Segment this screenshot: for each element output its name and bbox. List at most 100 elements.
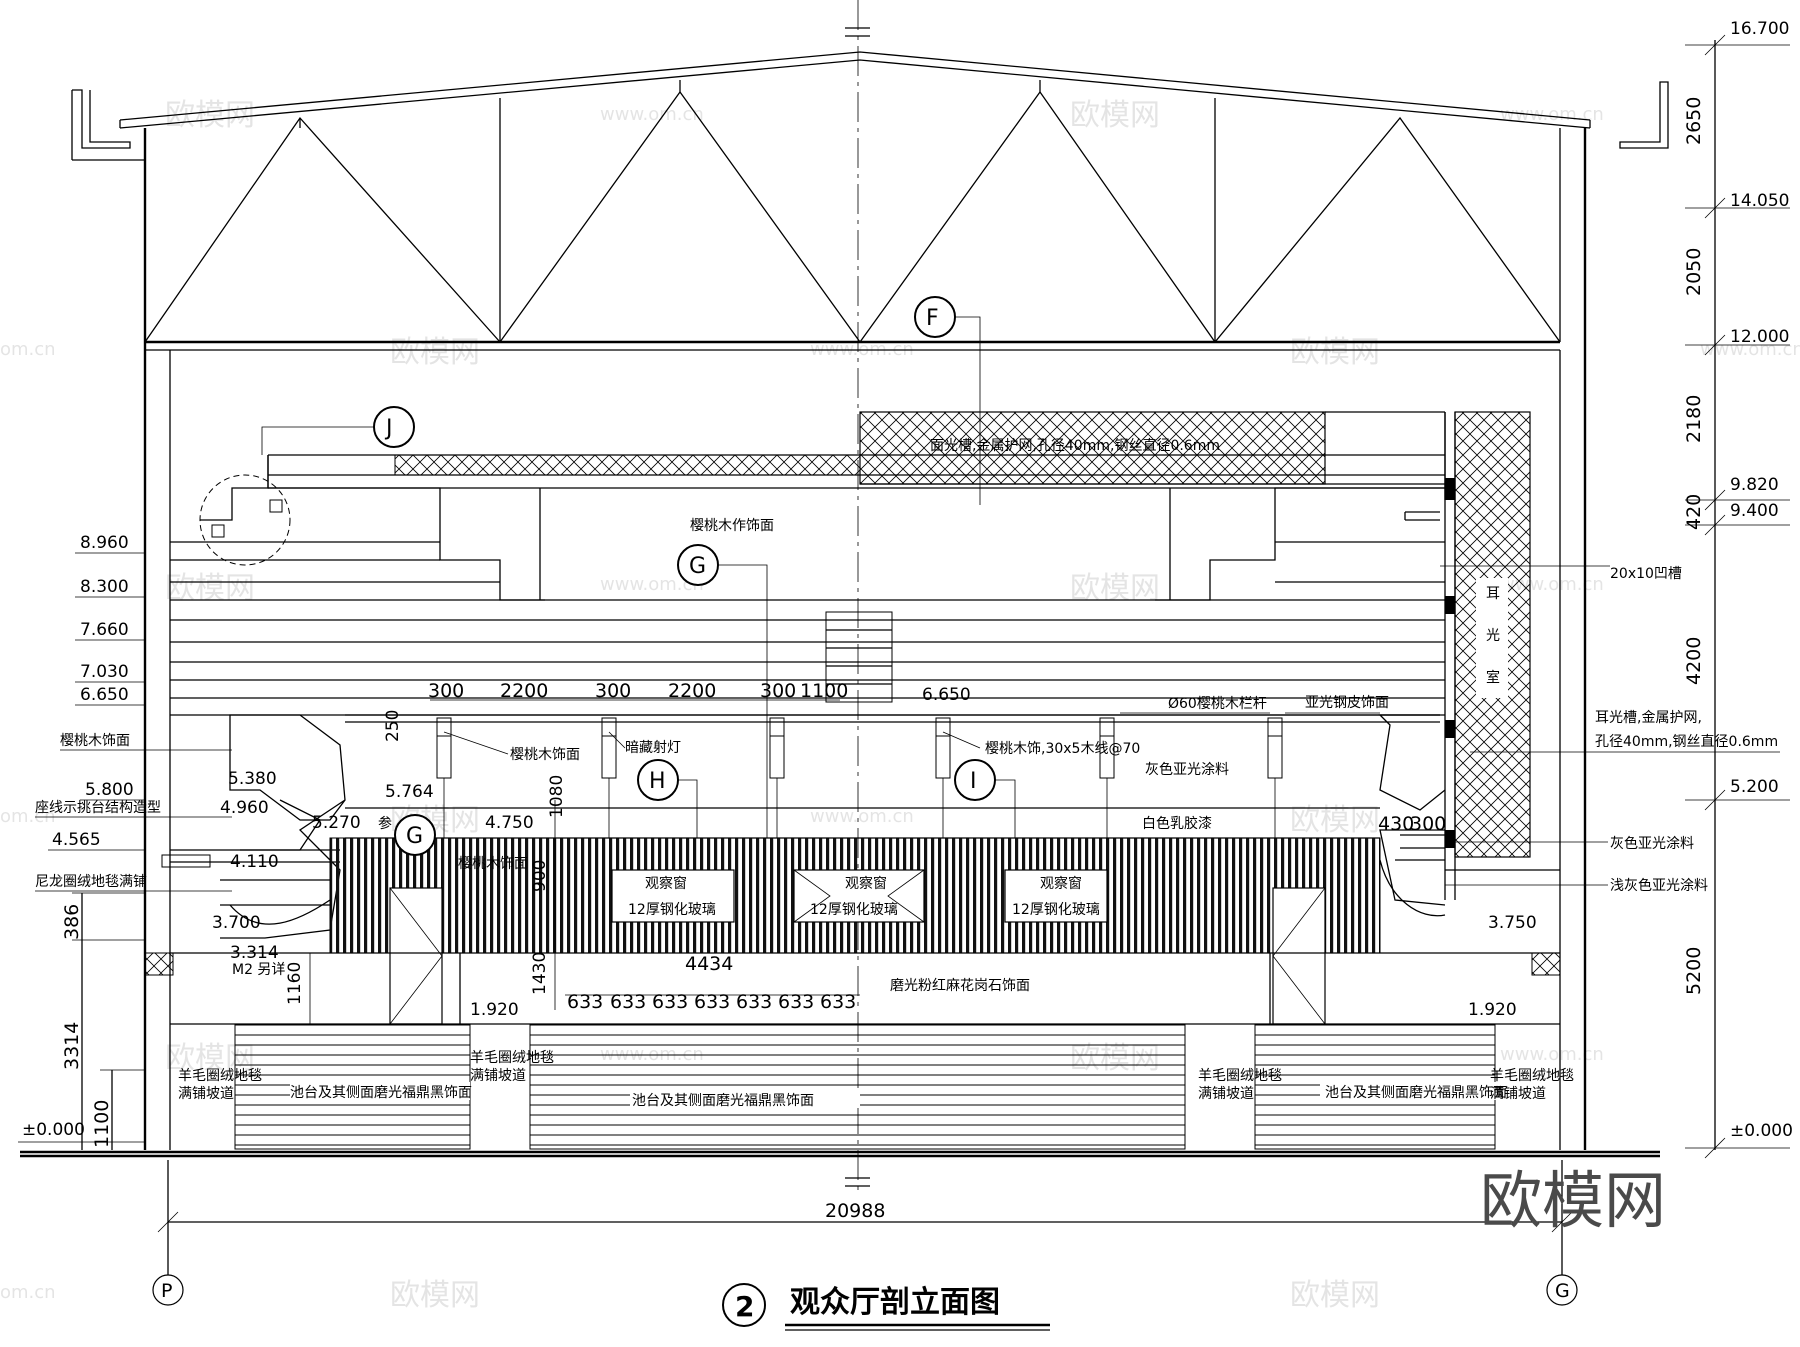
elevation-label: 5.200 bbox=[1730, 777, 1779, 797]
watermark-text: om.cn bbox=[0, 1282, 56, 1303]
dimension-label: 1100 bbox=[91, 1100, 113, 1148]
wool-carpet-label: 满铺坡道 bbox=[178, 1086, 234, 1102]
callout-f: F bbox=[914, 296, 981, 505]
overall-dimension: 20988 P G bbox=[152, 1160, 1578, 1306]
light-grey-paint-label: 浅灰色亚光涂料 bbox=[1610, 877, 1708, 894]
building-walls bbox=[20, 0, 1660, 1195]
balcony-note-label: 座线示挑台结构造型 bbox=[35, 800, 161, 816]
elevation-label: 5.800 bbox=[85, 780, 134, 800]
axis-bubble bbox=[1546, 1274, 1578, 1306]
ear-light-room-char: 耳 bbox=[1486, 586, 1500, 602]
cherry-ceiling-label: 樱桃木作饰面 bbox=[690, 517, 774, 534]
ear-light-room: 耳 光 室 bbox=[1404, 411, 1531, 900]
dimension-label: 420 bbox=[1683, 494, 1705, 530]
watermark-text: www.om.cn bbox=[1500, 104, 1604, 125]
elevation-label: 4.565 bbox=[52, 830, 101, 850]
dimension-label: 3314 bbox=[61, 1022, 83, 1070]
dimension-label: 386 bbox=[61, 904, 83, 940]
elevation-label: 9.400 bbox=[1730, 501, 1779, 521]
callout-g-top: G bbox=[677, 544, 768, 838]
dimension-label: 300 bbox=[760, 680, 796, 702]
watermark-text: 欧模网 bbox=[1290, 1278, 1380, 1313]
wool-carpet-label: 羊毛圈绒地毯 bbox=[470, 1050, 554, 1066]
watermark-text: www.om.cn bbox=[810, 806, 914, 827]
ear-light-note: 耳光槽,金属护网, bbox=[1595, 710, 1702, 726]
dimension-label: 633 bbox=[736, 991, 772, 1013]
dimension-label: 633 bbox=[820, 991, 856, 1013]
bottom-dimensions: 4434 633 633 633 633 633 633 633 430 300 bbox=[565, 813, 1446, 1013]
elevation-label: 5.764 bbox=[385, 782, 434, 802]
svg-text:J: J bbox=[384, 416, 393, 441]
elevation-label: 7.030 bbox=[80, 662, 129, 682]
title-number-bubble bbox=[722, 1283, 766, 1327]
top-dimensions: 300 2200 300 2200 300 1100 bbox=[428, 680, 848, 702]
dimension-label: 300 bbox=[595, 680, 631, 702]
dimension-label: 250 bbox=[383, 710, 403, 742]
elevation-label: 6.650 bbox=[922, 685, 971, 705]
dimension-label: 4434 bbox=[685, 953, 733, 975]
elevation-label: 3.314 bbox=[230, 943, 279, 963]
elevation-label: 8.300 bbox=[80, 577, 129, 597]
dimension-label: 900 bbox=[530, 860, 550, 892]
callout-i: I bbox=[954, 759, 1016, 838]
cherry-lower-label: 樱桃木饰面 bbox=[458, 855, 528, 872]
dimension-label: 633 bbox=[652, 991, 688, 1013]
dimension-label: 430 bbox=[1378, 813, 1414, 835]
title-number: 2 bbox=[735, 1290, 754, 1323]
watermark-text: 欧模网 bbox=[1070, 571, 1160, 606]
page-title: 观众厅剖立面图 bbox=[790, 1285, 1000, 1320]
granite-label: 磨光粉红麻花岗石饰面 bbox=[890, 978, 1030, 994]
railing-label: Ø60樱桃木栏杆 bbox=[1168, 695, 1267, 712]
left-elevation-marks: 8.960 8.300 7.660 7.030 6.650 5.800 4.56… bbox=[18, 533, 145, 1150]
wool-carpet-label: 羊毛圈绒地毯 bbox=[178, 1068, 262, 1084]
dimension-label: 300 bbox=[1410, 813, 1446, 835]
dimension-label: 633 bbox=[610, 991, 646, 1013]
right-balcony bbox=[1378, 714, 1560, 917]
stage-and-ramps: 池台及其侧面磨光福鼎黑饰面 池台及其侧面磨光福鼎黑饰面 池台及其侧面磨光福鼎黑饰… bbox=[178, 1023, 1574, 1150]
dimension-label: 1430 bbox=[530, 952, 550, 995]
leather-label: 亚光钢皮饰面 bbox=[1305, 695, 1389, 711]
watermark-text: www.om.cn bbox=[1500, 1044, 1604, 1065]
watermark-text: om.cn bbox=[0, 339, 56, 360]
watermark-text: 欧模网 bbox=[165, 98, 255, 133]
elevation-label: 4.750 bbox=[485, 813, 534, 833]
annotations: 樱桃木饰面 座线示挑台结构造型 尼龙圈绒地毯满铺 樱桃木饰面 暗藏射灯 樱桃木饰… bbox=[35, 565, 1780, 978]
groove-label: 20x10凹槽 bbox=[1610, 566, 1682, 582]
elevation-label: 8.960 bbox=[80, 533, 129, 553]
dimension-label: 633 bbox=[567, 991, 603, 1013]
watermark-text: 欧模网 bbox=[390, 335, 480, 370]
right-elevation-column: 16.700 14.050 12.000 9.820 9.400 5.200 ±… bbox=[1683, 19, 1793, 1159]
elevation-label: 12.000 bbox=[1730, 327, 1789, 347]
window-glass-label: 12厚钢化玻璃 bbox=[1012, 901, 1100, 918]
window-label: 观察窗 bbox=[645, 875, 687, 892]
callout-h: H bbox=[637, 759, 698, 838]
elevation-label: ±0.000 bbox=[1730, 1121, 1793, 1141]
svg-text:F: F bbox=[926, 306, 939, 331]
elevation-label: 1.920 bbox=[1468, 1000, 1517, 1020]
ear-light-room-char: 光 bbox=[1486, 628, 1500, 644]
svg-text:G: G bbox=[689, 554, 706, 579]
wool-carpet-label: 羊毛圈绒地毯 bbox=[1490, 1068, 1574, 1084]
window-label: 观察窗 bbox=[845, 875, 887, 892]
watermark-text: om.cn bbox=[0, 806, 56, 827]
dimension-label: 2050 bbox=[1683, 248, 1705, 296]
ear-light-room-char: 室 bbox=[1486, 669, 1500, 686]
ceiling-system: 面光槽,金属护网,孔径40mm,钢丝直径0.6mm 樱桃木作饰面 bbox=[170, 411, 1446, 716]
cherry-strip-label: 樱桃木饰,30x5木线@70 bbox=[985, 740, 1140, 757]
downlight-label: 暗藏射灯 bbox=[625, 740, 681, 756]
elevation-label: 4.110 bbox=[230, 852, 279, 872]
grey-paint-right-label: 灰色亚光涂料 bbox=[1610, 835, 1694, 852]
dimension-label: 1100 bbox=[800, 680, 848, 702]
door-label: M2 另详 bbox=[232, 962, 285, 978]
brand-watermark: 欧模网 bbox=[1480, 1164, 1666, 1237]
watermark-text: www.om.cn bbox=[600, 574, 704, 595]
watermark-text: www.om.cn bbox=[600, 104, 704, 125]
dimension-label: 633 bbox=[694, 991, 730, 1013]
wool-carpet-label: 满铺坡道 bbox=[470, 1068, 526, 1084]
dimension-label: 4200 bbox=[1683, 637, 1705, 685]
elevation-label: 7.660 bbox=[80, 620, 129, 640]
dimension-label: 300 bbox=[428, 680, 464, 702]
dimension-label: 2650 bbox=[1683, 97, 1705, 145]
dimension-label: 1160 bbox=[285, 962, 305, 1005]
